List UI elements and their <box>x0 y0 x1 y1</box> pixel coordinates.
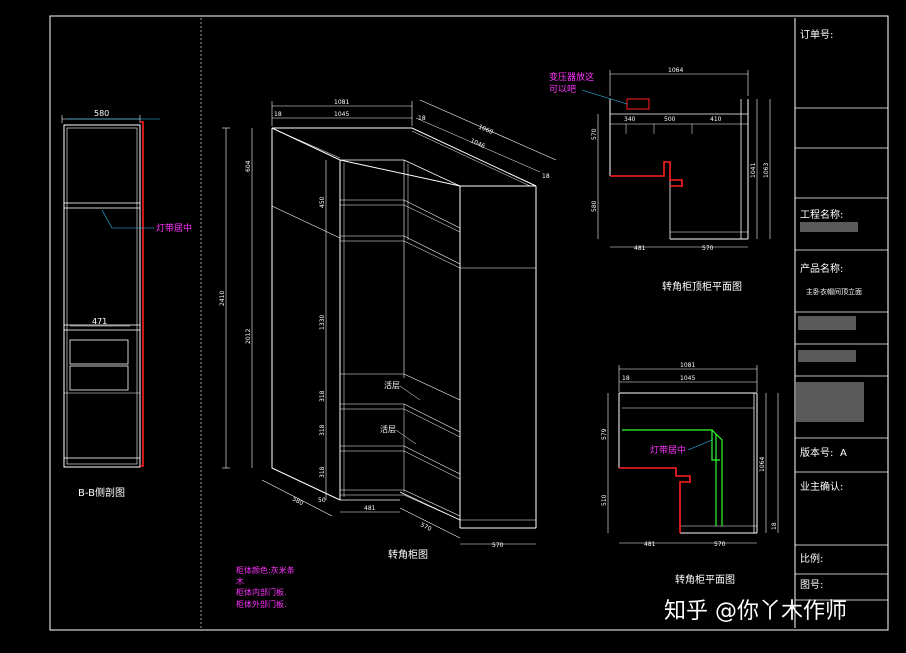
title-block: 订单号: 工程名称: 产品名称: 主卧衣帽间顶立面 版本号: A 业主确认: 比… <box>794 18 888 628</box>
iso-dim-side-2: 1046 <box>469 137 486 150</box>
iso-dim-mid-2: 1330 <box>319 315 326 330</box>
redacted-field-2 <box>798 350 856 362</box>
iso-dim-bottom-4: 570 <box>492 542 504 549</box>
iso-shelf-label-1: 活层 <box>384 380 400 390</box>
version-value: A <box>840 448 847 459</box>
top-dim-left-2: 580 <box>591 200 598 212</box>
iso-dim-bottom-1: 580 <box>291 496 305 508</box>
base-dim-left-1: 579 <box>601 428 608 440</box>
top-cabinet-plan-view: 1064 变压器放这可以吧 340 500 410 570 580 1041 1… <box>549 67 771 293</box>
corner-cabinet-iso-view: 1081 1045 18 1060 1046 18 18 <box>219 99 557 561</box>
top-plan-title: 转角柜顶柜平面图 <box>662 280 742 293</box>
top-dim-bottom-2: 570 <box>702 245 714 252</box>
iso-dim-bottom-2: 481 <box>364 505 376 512</box>
material-notes: 柜体颜色:灰米条 木 柜体内部门板. 柜体外部门板. <box>236 565 295 609</box>
base-dim-18: 18 <box>622 375 630 382</box>
base-dim-bottom-1: 481 <box>644 541 656 548</box>
side-dim-inner: 471 <box>92 317 107 326</box>
base-dim-right-1: 1064 <box>759 457 766 472</box>
side-dim-width: 580 <box>94 109 109 118</box>
order-no-label: 订单号: <box>800 29 833 41</box>
top-dim-c: 410 <box>710 116 722 123</box>
watermark: 知乎 @你丫木作师 <box>664 599 847 624</box>
note-line-2: 木 <box>236 576 244 586</box>
sheet-border <box>49 15 889 631</box>
redacted-field-1 <box>798 316 856 330</box>
iso-dim-left-top: 604 <box>245 160 252 172</box>
iso-dim-bottom-3: 570 <box>419 522 433 533</box>
iso-dim-18b: 18 <box>418 115 426 122</box>
note-line-4: 柜体外部门板. <box>236 599 287 609</box>
redacted-field-3 <box>796 382 864 422</box>
iso-dim-top-1: 1081 <box>334 99 349 106</box>
iso-dim-top-2: 1045 <box>334 111 349 118</box>
side-light-note: 灯带居中 <box>156 222 192 234</box>
base-plan-title: 转角柜平面图 <box>675 573 735 586</box>
iso-dim-18a: 18 <box>274 111 282 118</box>
base-dim-left-2: 510 <box>601 494 608 506</box>
top-dim-bottom-1: 481 <box>634 245 646 252</box>
iso-dim-left-sub: 2012 <box>245 329 252 344</box>
base-light-note: 灯带居中 <box>650 444 686 456</box>
side-section-view: 580 471 灯带居中 B-B侧剖图 <box>61 109 192 499</box>
base-dim-width-2: 1045 <box>680 375 695 382</box>
top-dim-b: 500 <box>664 116 676 123</box>
redacted-project-name <box>800 222 858 232</box>
top-dim-left-1: 570 <box>591 128 598 140</box>
product-name-label: 产品名称: <box>800 262 843 275</box>
drawing-no-label: 图号: <box>800 579 823 591</box>
top-red-panel <box>610 161 683 187</box>
iso-dim-18c: 18 <box>542 173 550 180</box>
scale-label: 比例: <box>800 552 823 565</box>
iso-dim-left-total: 2410 <box>219 291 226 306</box>
light-strip-2 <box>711 429 723 526</box>
side-red-back-panel <box>140 121 144 467</box>
owner-confirm-label: 业主确认: <box>800 480 843 493</box>
top-note: 变压器放这可以吧 <box>549 71 594 95</box>
iso-dim-mid-3: 318 <box>319 424 326 436</box>
note-line-1: 柜体颜色:灰米条 <box>236 565 295 575</box>
transformer-box <box>626 98 650 110</box>
iso-dim-side-1: 1060 <box>477 123 494 136</box>
base-red-panel <box>619 467 691 533</box>
iso-dim-mid-1: 450 <box>319 196 326 208</box>
base-dim-bottom-2: 570 <box>714 541 726 548</box>
iso-dim-mid-4: 318 <box>319 466 326 478</box>
iso-dim-mid-5: 318 <box>319 390 326 402</box>
iso-shelf-label-2: 活层 <box>380 424 396 434</box>
note-line-3: 柜体内部门板. <box>236 587 287 597</box>
top-dim-right-1: 1041 <box>750 163 757 178</box>
base-dim-width-1: 1081 <box>680 362 695 369</box>
product-name-value: 主卧衣帽间顶立面 <box>806 287 862 296</box>
project-name-label: 工程名称: <box>800 208 843 221</box>
iso-dim-bottom-50: 50 <box>318 497 326 504</box>
top-dim-width: 1064 <box>668 67 683 74</box>
base-cabinet-plan-view: 1081 1045 18 灯带居中 579 510 1064 18 481 57… <box>601 362 779 586</box>
version-label: 版本号: <box>800 446 833 459</box>
base-dim-right-2: 18 <box>771 522 778 530</box>
side-section-title: B-B侧剖图 <box>78 486 125 499</box>
iso-view-title: 转角柜图 <box>388 548 428 561</box>
top-dim-a: 340 <box>624 116 636 123</box>
top-dim-right-2: 1063 <box>763 163 770 178</box>
